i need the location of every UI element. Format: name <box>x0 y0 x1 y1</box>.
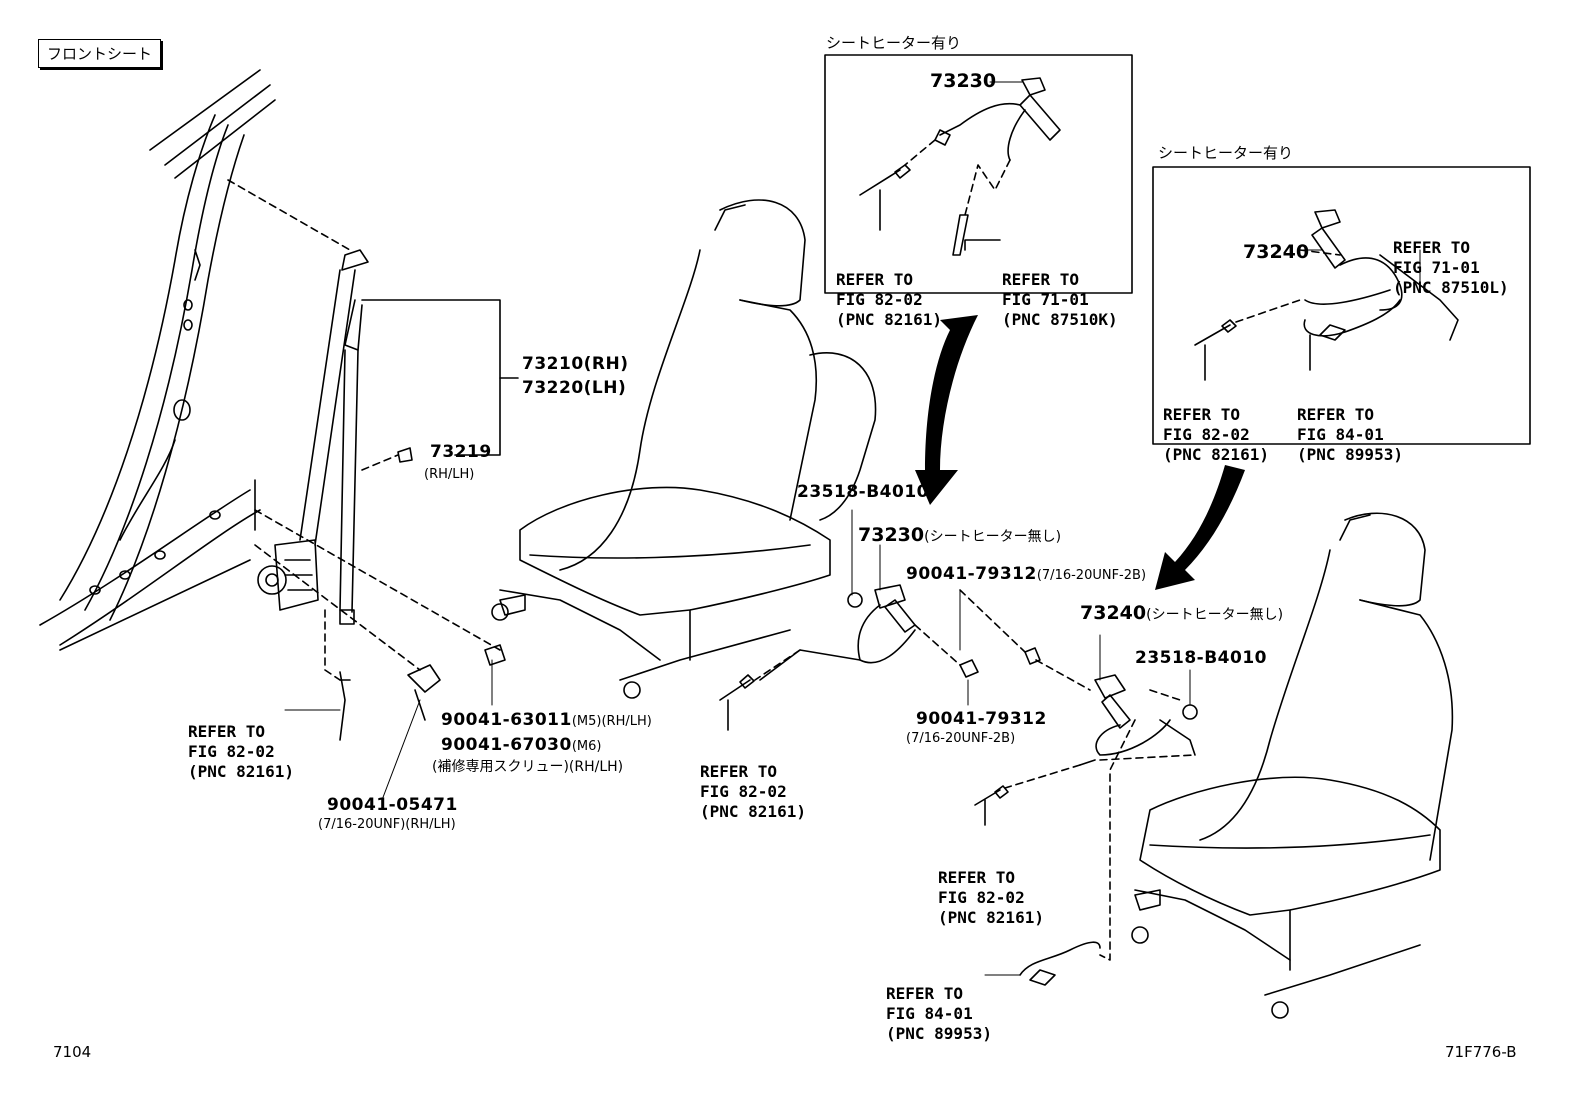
inset-box-1 <box>824 54 1133 294</box>
right-dashed <box>1004 689 1196 961</box>
footer-code-left: 7104 <box>53 1043 92 1061</box>
label-90041-67030: 90041-67030(M6) <box>441 735 602 755</box>
label-23518-b4010-right: 23518-B4010 <box>1135 648 1267 668</box>
label-90041-05471: 90041-05471 <box>327 795 458 815</box>
label-73240-main: 73240(シートヒーター無し) <box>1080 602 1284 624</box>
inset-box-2 <box>1152 166 1531 445</box>
label-73219: 73219 <box>430 442 492 462</box>
front-seat-drawing-center <box>491 199 877 699</box>
inset1-caption: シートヒーター有り <box>826 34 962 52</box>
diagram-title: フロントシート <box>38 39 162 68</box>
inset2-caption: シートヒーター有り <box>1158 144 1294 162</box>
inset2-part-number: 73240 <box>1243 241 1310 263</box>
label-73220: 73220(LH) <box>522 378 627 398</box>
label-73219-note: (RH/LH) <box>424 467 475 482</box>
bracket-73210 <box>361 299 501 456</box>
arrow-icon-2 <box>1155 465 1245 590</box>
inset1-dashed <box>904 139 1011 216</box>
inset1-part-number: 73230 <box>930 70 997 92</box>
b-pillar-drawing <box>39 69 276 651</box>
label-leaders-left <box>284 659 493 801</box>
label-90041-79312-a: 90041-79312(7/16-20UNF-2B) <box>906 564 1147 584</box>
label-73230-main: 73230(シートヒーター無し) <box>858 524 1062 546</box>
bolt-parts-left <box>339 447 506 741</box>
label-90041-79312-b: 90041-79312 <box>916 709 1047 729</box>
label-90041-79312-b-note: (7/16-20UNF-2B) <box>906 731 1016 746</box>
inset2-dashed <box>1235 249 1341 323</box>
footer-code-right: 71F776-B <box>1445 1043 1517 1061</box>
label-90041-05471-note: (7/16-20UNF)(RH/LH) <box>318 817 456 832</box>
label-73210: 73210(RH) <box>522 354 629 374</box>
dashed-leaders-left <box>227 179 501 681</box>
label-90041-67030-note: (補修専用スクリュー)(RH/LH) <box>432 759 624 775</box>
inset2-buckle-drawing <box>1194 209 1459 381</box>
arrow-icon-1 <box>915 315 978 505</box>
seat-belt-drawing <box>257 249 369 625</box>
inset1-buckle-drawing <box>859 77 1061 256</box>
buckle-73240-drawing <box>974 674 1198 986</box>
center-dashed <box>754 589 1091 691</box>
label-23518-b4010-center: 23518-B4010 <box>797 482 929 502</box>
front-seat-drawing-right <box>1131 512 1454 1019</box>
label-90041-63011: 90041-63011(M5)(RH/LH) <box>441 710 652 730</box>
